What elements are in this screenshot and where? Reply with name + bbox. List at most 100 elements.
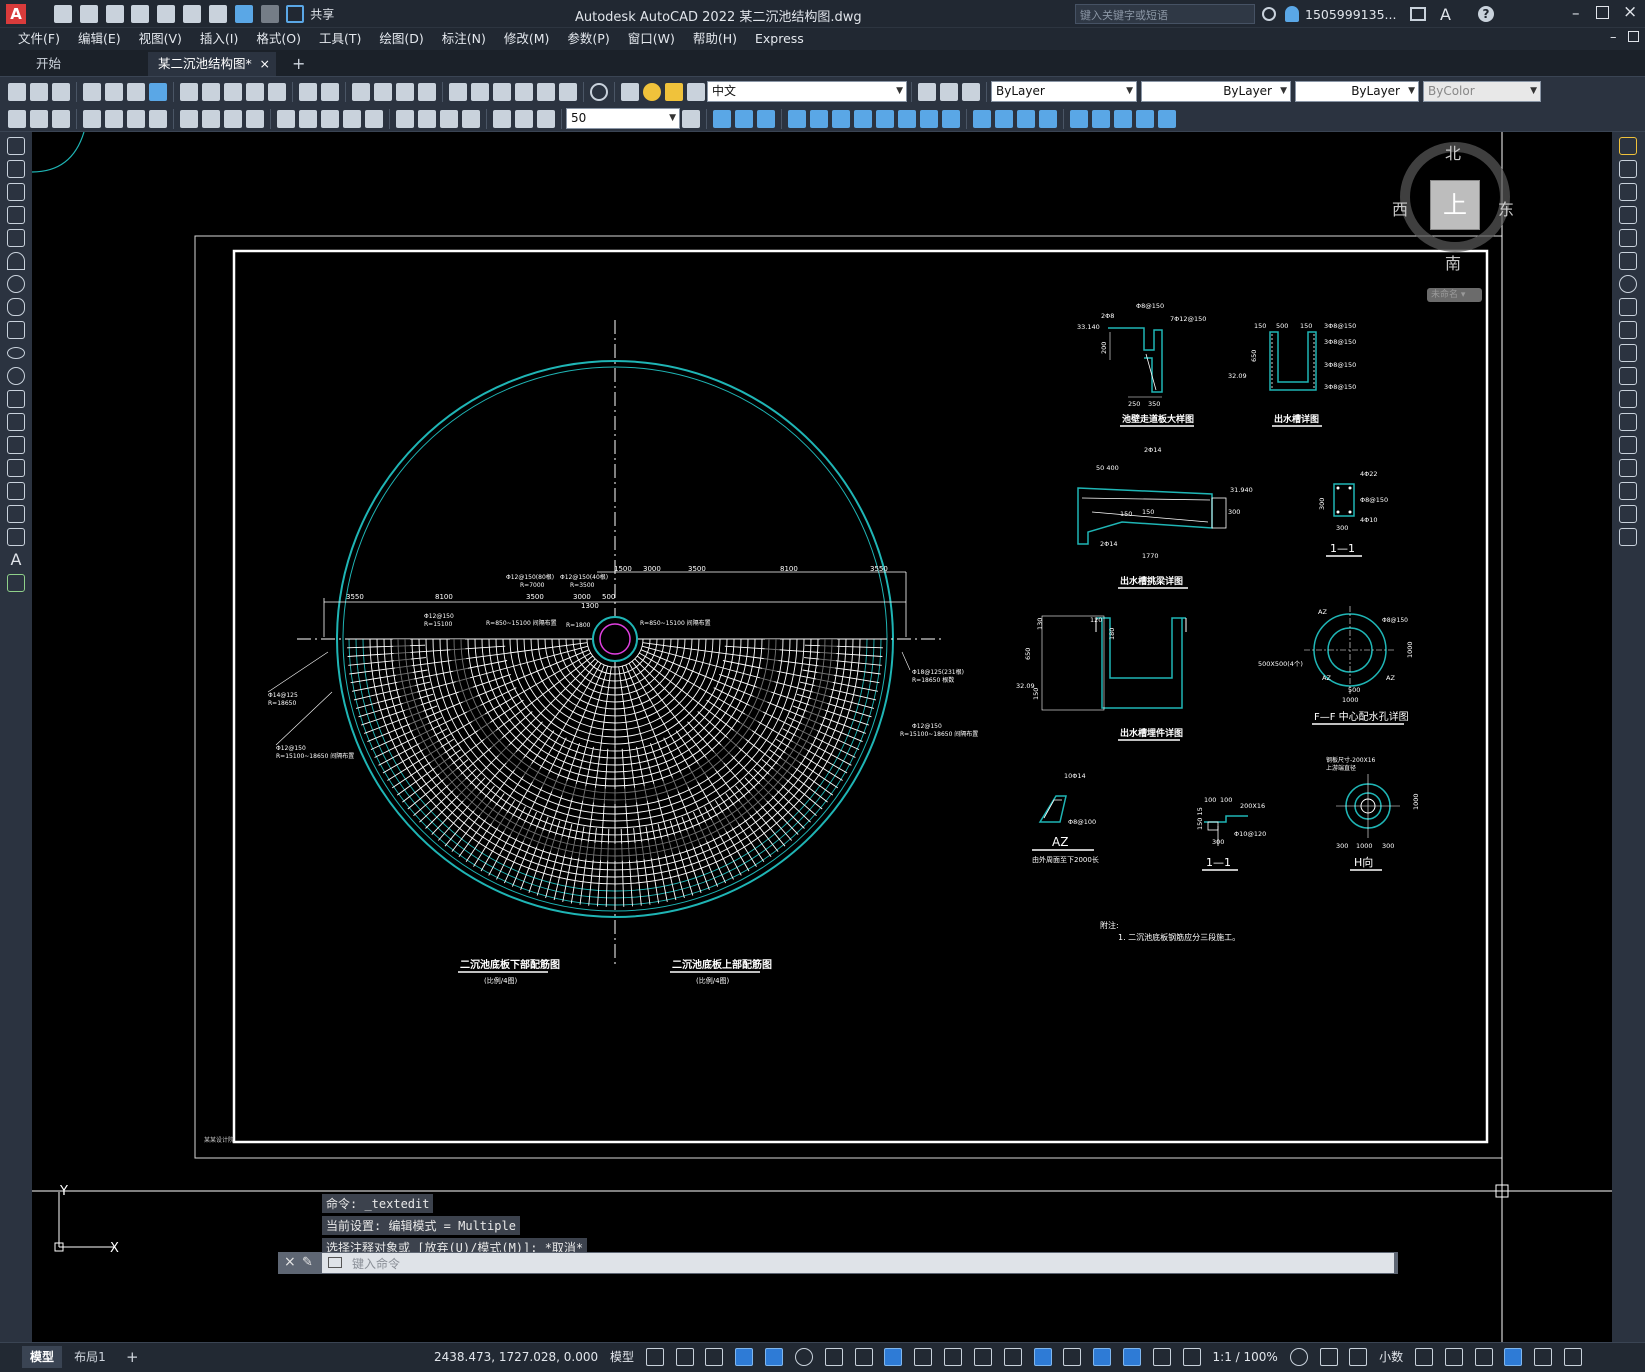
paste-icon[interactable] [224,82,242,101]
undo-icon[interactable] [234,5,253,23]
print-icon[interactable] [83,82,101,101]
dim-update-icon[interactable] [537,109,555,128]
table-icon[interactable] [7,528,25,546]
gradient-icon[interactable] [7,482,25,500]
dim-space-icon[interactable] [343,109,361,128]
new-tab-plus-icon[interactable]: + [292,54,306,73]
viewcube-west[interactable]: 西 [1392,200,1409,219]
stretch-tool-icon[interactable] [1619,321,1637,339]
dynamic-input-icon[interactable] [735,1348,754,1366]
spline-icon[interactable] [7,321,25,339]
sheet-set-icon[interactable] [515,82,533,101]
copy-tool-icon[interactable] [1619,160,1637,178]
inspect-icon[interactable] [440,109,458,128]
osnap-icon[interactable] [884,1348,903,1366]
table-style-icon[interactable] [30,109,48,128]
new-file-icon[interactable] [54,5,72,23]
object-track-icon[interactable] [854,1348,873,1366]
redo-icon[interactable] [260,5,279,23]
pedit-icon[interactable] [1158,109,1176,128]
selection-filter-icon[interactable] [1063,1348,1082,1366]
menu-tools[interactable]: 工具(T) [318,31,362,46]
draworder-icon[interactable] [1092,109,1110,128]
open-web-icon[interactable] [157,5,176,23]
search-icon[interactable] [1262,7,1276,21]
redo-icon-2[interactable] [321,82,339,101]
grid-icon[interactable] [645,1348,664,1366]
explode-icon[interactable] [1070,109,1088,128]
menu-help[interactable]: 帮助(H) [692,31,737,46]
add-selected-icon[interactable] [7,574,25,592]
autodesk-app-icon[interactable]: A [1440,5,1451,24]
menu-dimension[interactable]: 标注(N) [441,31,486,46]
add-layout-plus-icon[interactable]: + [126,1348,139,1366]
fillet-icon[interactable] [1039,109,1057,128]
command-input[interactable]: 键入命令 [322,1253,1394,1273]
save-icon-2[interactable] [52,82,70,101]
3d-print-icon[interactable] [149,82,167,101]
customization-menu-icon[interactable] [1564,1348,1583,1366]
layer-freeze-icon[interactable] [665,82,683,101]
dim-continue-icon[interactable] [321,109,339,128]
tab-layout1[interactable]: 布局1 [70,1346,110,1368]
minimize-icon[interactable]: – [1572,4,1580,22]
properties-icon[interactable] [449,82,467,101]
construction-line-icon[interactable] [7,160,25,178]
dim-text-edit-icon[interactable] [515,109,533,128]
user-name[interactable]: 1505999135... [1305,7,1397,22]
trim-icon[interactable] [920,109,938,128]
lineweight-icon[interactable] [914,1348,933,1366]
menu-window[interactable]: 窗口(W) [627,31,675,46]
plot-icon[interactable] [208,5,227,23]
ortho-icon[interactable] [765,1348,784,1366]
ellipse-arc-icon[interactable] [7,367,25,385]
viewcube-north[interactable]: 北 [1445,144,1462,163]
dim-ordinate-icon[interactable] [149,109,167,128]
jogged-linear-icon[interactable] [462,109,480,128]
polyline-icon[interactable] [7,183,25,201]
scale-icon[interactable] [876,109,894,128]
publish-icon[interactable] [127,82,145,101]
make-current-layer-icon[interactable] [918,82,936,101]
transparency-icon[interactable] [944,1348,963,1366]
scale-tool-icon[interactable] [1619,298,1637,316]
menu-file[interactable]: 文件(F) [18,31,60,46]
annotation-visibility-icon[interactable] [1123,1348,1142,1366]
layer-on-icon[interactable] [643,82,661,101]
insert-block-icon[interactable] [7,390,25,408]
command-prompt-icon[interactable] [328,1257,342,1268]
fillet-tool-icon[interactable] [1619,482,1637,500]
menu-edit[interactable]: 编辑(E) [77,31,121,46]
save-icon[interactable] [105,5,124,23]
autocad-logo-icon[interactable]: A [6,4,26,24]
tab-close-icon[interactable]: × [259,56,270,71]
chamfer-tool-icon[interactable] [1619,459,1637,477]
cart-icon[interactable] [1410,7,1426,21]
copy-object-icon[interactable] [735,109,753,128]
workspace-icon[interactable] [8,109,26,128]
erase-tool-icon[interactable] [1619,137,1637,155]
layer-lock-icon[interactable] [687,82,705,101]
menu-view[interactable]: 视图(V) [138,31,182,46]
center-mark-icon[interactable] [418,109,436,128]
dim-arc-icon[interactable] [127,109,145,128]
mirror-tool-icon[interactable] [1619,183,1637,201]
region-icon[interactable] [7,505,25,523]
text-style-combo[interactable]: 中文▼ [707,81,907,102]
units-icon[interactable] [1349,1348,1368,1366]
zoom-window-icon[interactable] [396,82,414,101]
clean-screen-icon[interactable] [1534,1348,1553,1366]
isodraft-icon[interactable] [824,1348,843,1366]
ellipse-icon[interactable] [7,347,25,359]
menu-format[interactable]: 格式(O) [256,31,301,46]
array-icon[interactable] [810,109,828,128]
viewcube-south[interactable]: 南 [1445,254,1462,273]
blend-icon[interactable] [1619,505,1637,523]
cut-icon[interactable] [180,82,198,101]
offset-icon[interactable] [788,109,806,128]
send-back-icon[interactable] [1136,109,1154,128]
dim-aligned-icon[interactable] [105,109,123,128]
wrench-icon[interactable]: ✎ [302,1255,313,1270]
dim-scale-combo[interactable]: 50▼ [566,108,680,129]
hardware-acceleration-icon[interactable] [1504,1348,1523,1366]
